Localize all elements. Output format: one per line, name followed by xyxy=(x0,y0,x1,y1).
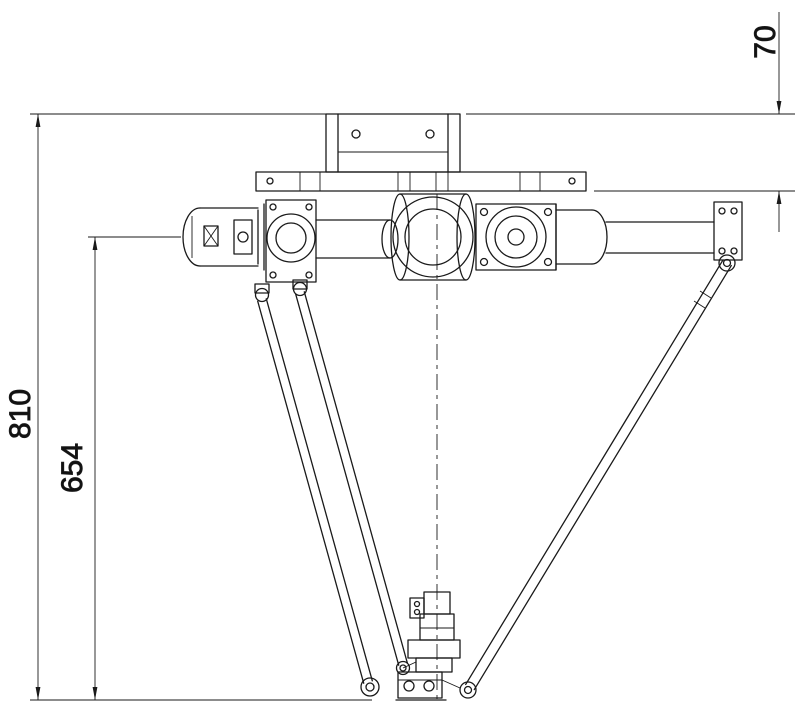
arrowhead-up xyxy=(92,237,98,250)
left-clevis-joints xyxy=(254,279,308,303)
dimension-arm-pivot-height: 654 xyxy=(56,236,181,700)
left-drive-housing xyxy=(265,199,317,283)
right-arm-bracket xyxy=(713,201,743,272)
dimension-label-70: 70 xyxy=(749,25,782,58)
dimension-head-height: 70 xyxy=(466,12,795,232)
center-coupling-discs xyxy=(390,193,476,281)
arrowhead-down xyxy=(776,101,782,114)
base-plate xyxy=(255,171,587,192)
end-effector-platform xyxy=(395,591,461,701)
left-motor xyxy=(182,203,265,271)
arrowhead-down xyxy=(35,687,41,700)
cross-tube xyxy=(315,219,399,259)
arrowhead-up xyxy=(776,191,782,204)
right-arm-rod xyxy=(459,259,732,699)
dimension-overall-height: 810 xyxy=(4,113,372,701)
upper-arm-tube xyxy=(605,221,715,254)
right-motor-cylinder xyxy=(555,203,608,271)
arrowhead-up xyxy=(35,114,41,127)
right-motor-block xyxy=(475,203,557,271)
arrowhead-down xyxy=(92,687,98,700)
dimension-label-810: 810 xyxy=(4,389,37,439)
dimension-label-654: 654 xyxy=(56,443,89,493)
left-arm-rod-front xyxy=(257,298,380,697)
top-mounting-bracket xyxy=(325,113,461,173)
left-arm-rod-rear xyxy=(295,291,411,676)
